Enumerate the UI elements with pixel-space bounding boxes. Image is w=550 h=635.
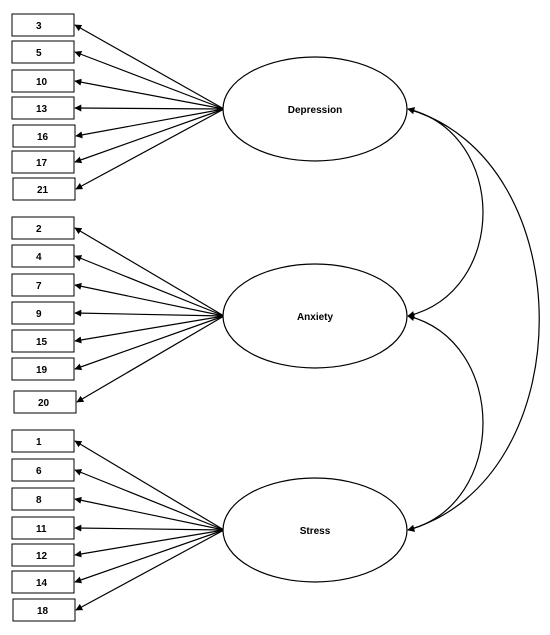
loading-arrow-anxiety-4 — [74, 255, 225, 317]
loading-arrow-anxiety-20 — [76, 315, 225, 403]
indicator-box-6 — [11, 458, 75, 482]
indicator-label-4: 4 — [36, 252, 42, 263]
indicator-2: 2 — [11, 216, 75, 240]
loading-arrow-stress-12 — [74, 529, 225, 558]
indicator-box-14 — [11, 570, 75, 594]
indicator-box-1 — [11, 429, 75, 453]
indicator-box-15 — [11, 329, 75, 353]
indicator-label-14: 14 — [36, 578, 48, 589]
indicator-label-20: 20 — [38, 398, 50, 409]
indicator-label-5: 5 — [36, 48, 42, 59]
loading-arrow-stress-6 — [74, 469, 225, 531]
loading-arrow-anxiety-9 — [74, 309, 225, 317]
factor-ellipse-stress — [222, 477, 408, 583]
indicator-5: 5 — [11, 40, 75, 64]
factor-anxiety: Anxiety — [222, 263, 408, 369]
indicator-20: 20 — [13, 390, 77, 414]
loading-arrow-anxiety-19 — [74, 315, 225, 371]
indicator-label-16: 16 — [37, 132, 49, 143]
loading-arrow-stress-1 — [74, 440, 225, 531]
loading-arrow-depression-5 — [74, 50, 225, 110]
indicator-box-5 — [11, 40, 75, 64]
indicator-1: 1 — [11, 429, 75, 453]
loading-arrow-stress-18 — [75, 529, 225, 611]
loading-arrow-depression-13 — [74, 104, 225, 112]
indicator-box-19 — [11, 357, 75, 381]
loading-arrow-depression-3 — [74, 24, 225, 110]
indicator-9: 9 — [11, 301, 75, 325]
indicator-label-2: 2 — [36, 224, 42, 235]
indicator-box-3 — [11, 13, 75, 37]
loading-arrow-anxiety-15 — [74, 315, 225, 344]
indicator-21: 21 — [12, 177, 76, 201]
paths-layer — [74, 24, 540, 611]
indicator-12: 12 — [11, 543, 75, 567]
indicator-box-4 — [11, 244, 75, 268]
indicator-box-8 — [11, 487, 75, 511]
indicator-box-18 — [12, 598, 76, 622]
indicator-label-1: 1 — [36, 437, 42, 448]
indicator-19: 19 — [11, 357, 75, 381]
indicator-label-9: 9 — [36, 309, 42, 320]
indicator-7: 7 — [11, 273, 75, 297]
factor-label-depression: Depression — [288, 105, 342, 116]
loading-arrow-stress-8 — [74, 496, 225, 531]
loading-arrow-stress-14 — [74, 529, 225, 584]
indicator-16: 16 — [12, 124, 76, 148]
nodes-layer: 351013161721Depression2479151920Anxiety1… — [11, 13, 408, 622]
indicator-label-18: 18 — [37, 606, 49, 617]
indicator-label-8: 8 — [36, 495, 42, 506]
indicator-box-13 — [11, 96, 75, 120]
indicator-18: 18 — [12, 598, 76, 622]
indicator-box-10 — [11, 69, 75, 93]
loading-arrow-depression-10 — [74, 78, 225, 110]
indicator-4: 4 — [11, 244, 75, 268]
loading-arrow-depression-17 — [74, 108, 225, 164]
indicator-box-7 — [11, 273, 75, 297]
loading-arrow-anxiety-2 — [74, 227, 225, 317]
indicator-box-9 — [11, 301, 75, 325]
indicator-label-12: 12 — [36, 551, 48, 562]
indicator-13: 13 — [11, 96, 75, 120]
factor-label-stress: Stress — [300, 526, 331, 537]
indicator-label-15: 15 — [36, 337, 48, 348]
indicator-label-6: 6 — [36, 466, 42, 477]
loading-arrow-anxiety-7 — [74, 282, 225, 317]
loading-arrow-stress-11 — [74, 524, 225, 532]
indicator-3: 3 — [11, 13, 75, 37]
indicator-box-2 — [11, 216, 75, 240]
indicator-15: 15 — [11, 329, 75, 353]
factor-depression: Depression — [222, 56, 408, 162]
correlation-depression-anxiety — [407, 107, 484, 318]
indicator-6: 6 — [11, 458, 75, 482]
indicator-17: 17 — [11, 150, 75, 174]
indicator-10: 10 — [11, 69, 75, 93]
indicator-box-17 — [11, 150, 75, 174]
indicator-label-3: 3 — [36, 21, 42, 32]
factor-label-anxiety: Anxiety — [297, 312, 334, 323]
indicator-box-11 — [11, 516, 75, 540]
factor-ellipse-depression — [222, 56, 408, 162]
indicator-label-11: 11 — [36, 524, 47, 535]
indicator-box-21 — [12, 177, 76, 201]
indicator-14: 14 — [11, 570, 75, 594]
indicator-label-21: 21 — [37, 185, 49, 196]
indicator-label-7: 7 — [36, 281, 42, 292]
correlation-anxiety-stress — [407, 314, 484, 532]
factor-ellipse-anxiety — [222, 263, 408, 369]
indicator-label-17: 17 — [36, 158, 48, 169]
correlation-depression-stress — [407, 107, 540, 532]
loading-arrow-depression-21 — [75, 108, 225, 190]
indicator-box-12 — [11, 543, 75, 567]
factor-stress: Stress — [222, 477, 408, 583]
loading-arrow-depression-16 — [75, 108, 225, 139]
indicator-11: 11 — [11, 516, 75, 540]
indicator-label-13: 13 — [36, 104, 48, 115]
indicator-box-16 — [12, 124, 76, 148]
indicator-8: 8 — [11, 487, 75, 511]
indicator-label-10: 10 — [36, 77, 48, 88]
indicator-box-20 — [13, 390, 77, 414]
indicator-label-19: 19 — [36, 365, 48, 376]
